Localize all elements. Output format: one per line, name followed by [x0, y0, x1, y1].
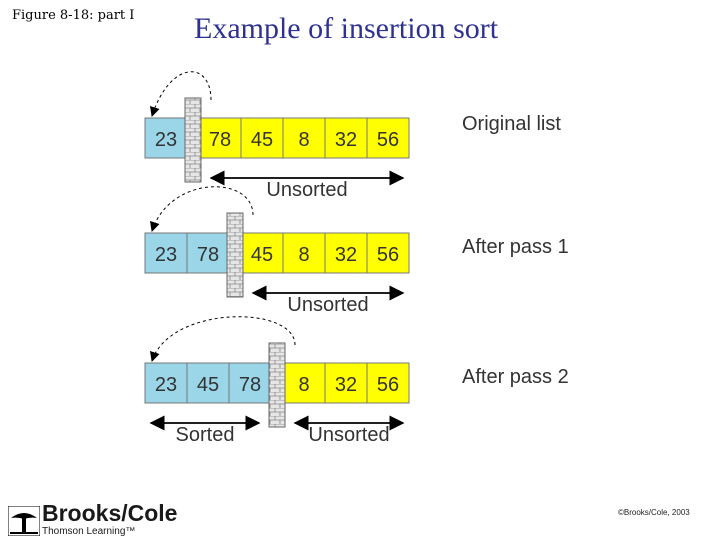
- cell-value: 8: [298, 129, 309, 151]
- sorted-cell: [186, 232, 230, 274]
- list-row-2: 23 78 45 8 32 56 After pass 1 Unsorted: [144, 186, 569, 316]
- insertion-arrow: [150, 316, 296, 362]
- cell-value: 32: [335, 129, 357, 151]
- cell-value: 56: [377, 129, 399, 151]
- list-row-3: 23 45 78 8 32 56 After pass 2 Sorted Unsorted: [144, 316, 569, 446]
- cell-value: 78: [209, 129, 231, 151]
- cell-value: 78: [239, 374, 261, 396]
- sorted-cell: [228, 362, 272, 404]
- unsorted-cell: [240, 117, 284, 159]
- publisher-logo: Brooks/Cole: [42, 500, 178, 526]
- wall-divider: [268, 342, 286, 428]
- wall-divider: [226, 212, 244, 298]
- cell-value: 32: [335, 244, 357, 266]
- unsorted-range-label: Unsorted: [266, 179, 347, 201]
- cell-value: 45: [197, 374, 219, 396]
- unsorted-cell: [366, 232, 410, 274]
- cell-value: 45: [251, 244, 273, 266]
- cell-value: 32: [335, 374, 357, 396]
- unsorted-cell: [282, 232, 326, 274]
- unsorted-cell: [282, 362, 326, 404]
- row-label: After pass 2: [462, 366, 569, 388]
- cell-value: 8: [298, 374, 309, 396]
- sorted-range-label: Sorted: [176, 424, 235, 446]
- cell-value: 8: [298, 244, 309, 266]
- unsorted-cell: [366, 362, 410, 404]
- cell-value: 23: [155, 244, 177, 266]
- unsorted-cell: [324, 232, 368, 274]
- cell-value: 45: [251, 129, 273, 151]
- cell-value: 56: [377, 374, 399, 396]
- cell-value: 78: [197, 244, 219, 266]
- cell-value: 23: [155, 129, 177, 151]
- page-title: Example of insertion sort: [194, 12, 499, 45]
- unsorted-cell: [282, 117, 326, 159]
- row-label: Original list: [462, 113, 561, 135]
- unsorted-cell: [324, 117, 368, 159]
- insertion-arrow: [150, 71, 212, 117]
- sorted-cell: [144, 117, 188, 159]
- sorted-cell: [144, 232, 188, 274]
- cell-value: 56: [377, 244, 399, 266]
- row-label: After pass 1: [462, 236, 569, 258]
- sorted-cell: [186, 362, 230, 404]
- unsorted-range-label: Unsorted: [308, 424, 389, 446]
- wall-divider: [184, 97, 202, 183]
- unsorted-cell: [324, 362, 368, 404]
- publisher-tagline: Thomson Learning™: [42, 526, 136, 537]
- figure-label: Figure 8-18: part I: [12, 8, 135, 23]
- tree-icon: [8, 506, 40, 536]
- insertion-arrow: [150, 186, 254, 232]
- unsorted-cell: [366, 117, 410, 159]
- unsorted-range-label: Unsorted: [287, 294, 368, 316]
- copyright-notice: ©Brooks/Cole, 2003: [618, 508, 690, 517]
- cell-value: 23: [155, 374, 177, 396]
